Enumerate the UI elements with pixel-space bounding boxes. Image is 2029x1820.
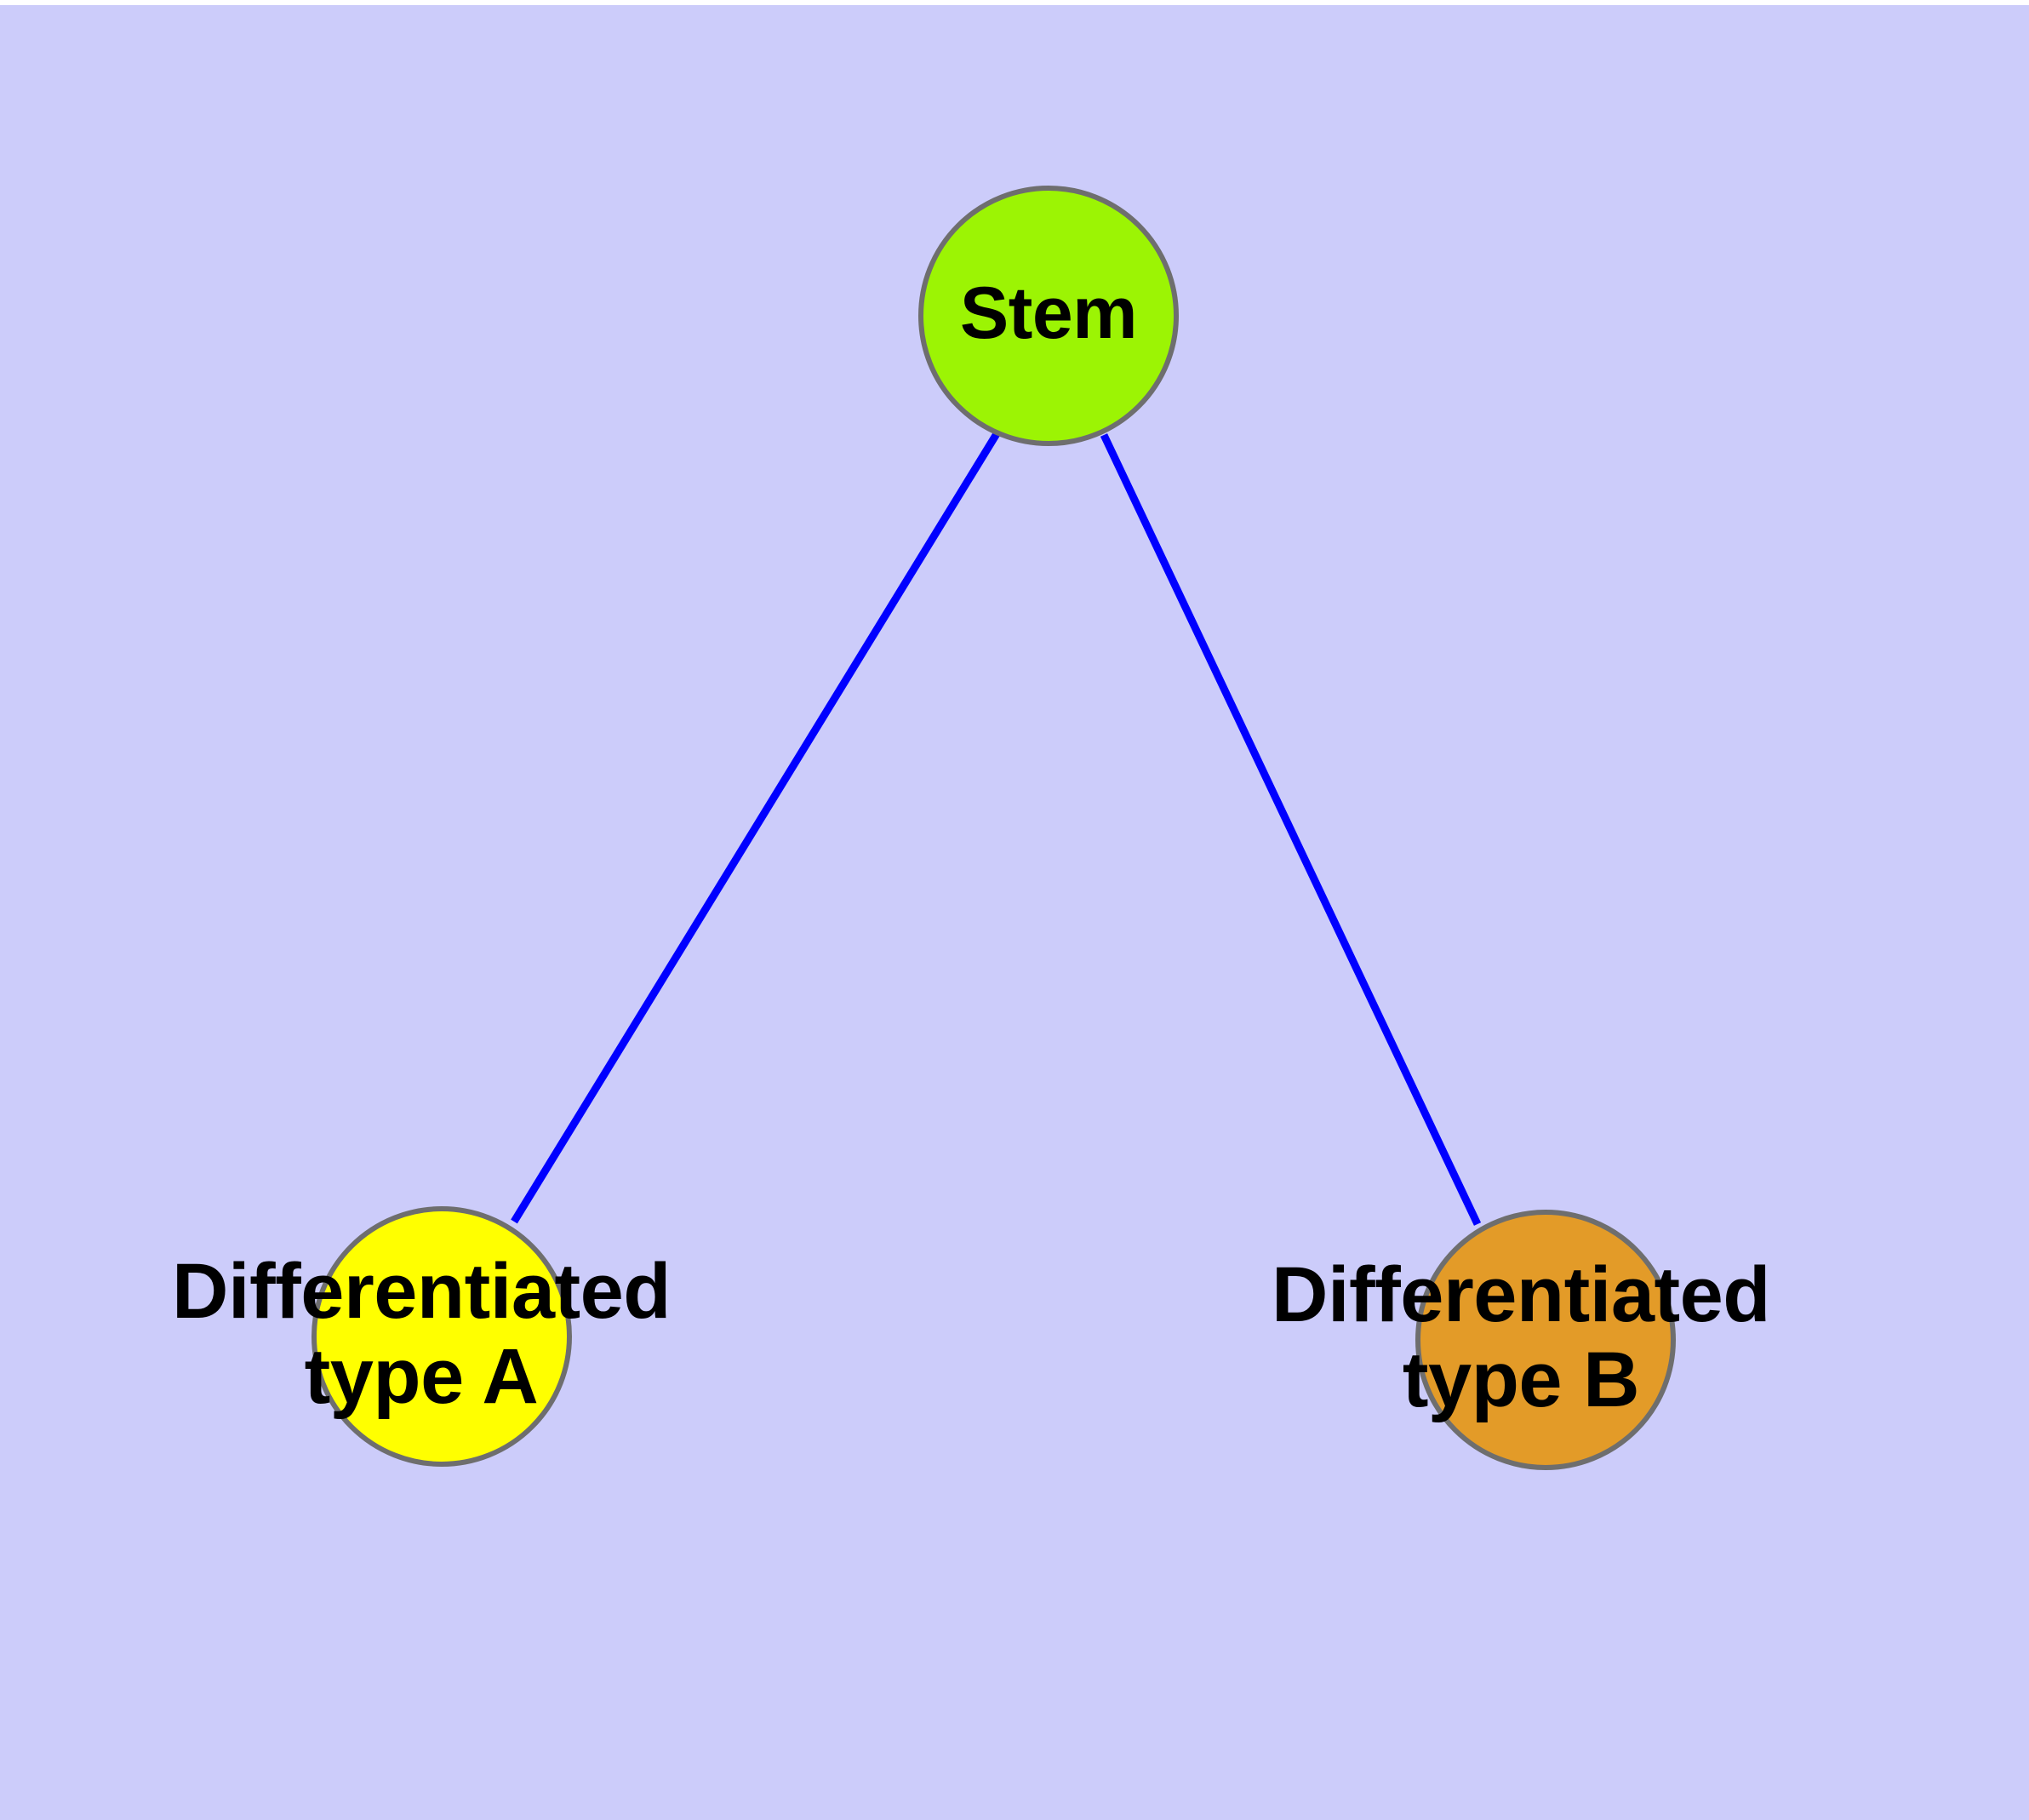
- edge-layer: [511, 430, 1482, 1226]
- node-diff-a-circle[interactable]: [311, 1206, 572, 1467]
- edge-stem-to-diff-b: [1100, 433, 1482, 1226]
- edge-stem-to-diff-a: [511, 430, 1001, 1224]
- node-diff-b-circle[interactable]: [1415, 1210, 1676, 1470]
- node-layer: [311, 186, 1676, 1470]
- node-stem-circle[interactable]: [918, 186, 1179, 446]
